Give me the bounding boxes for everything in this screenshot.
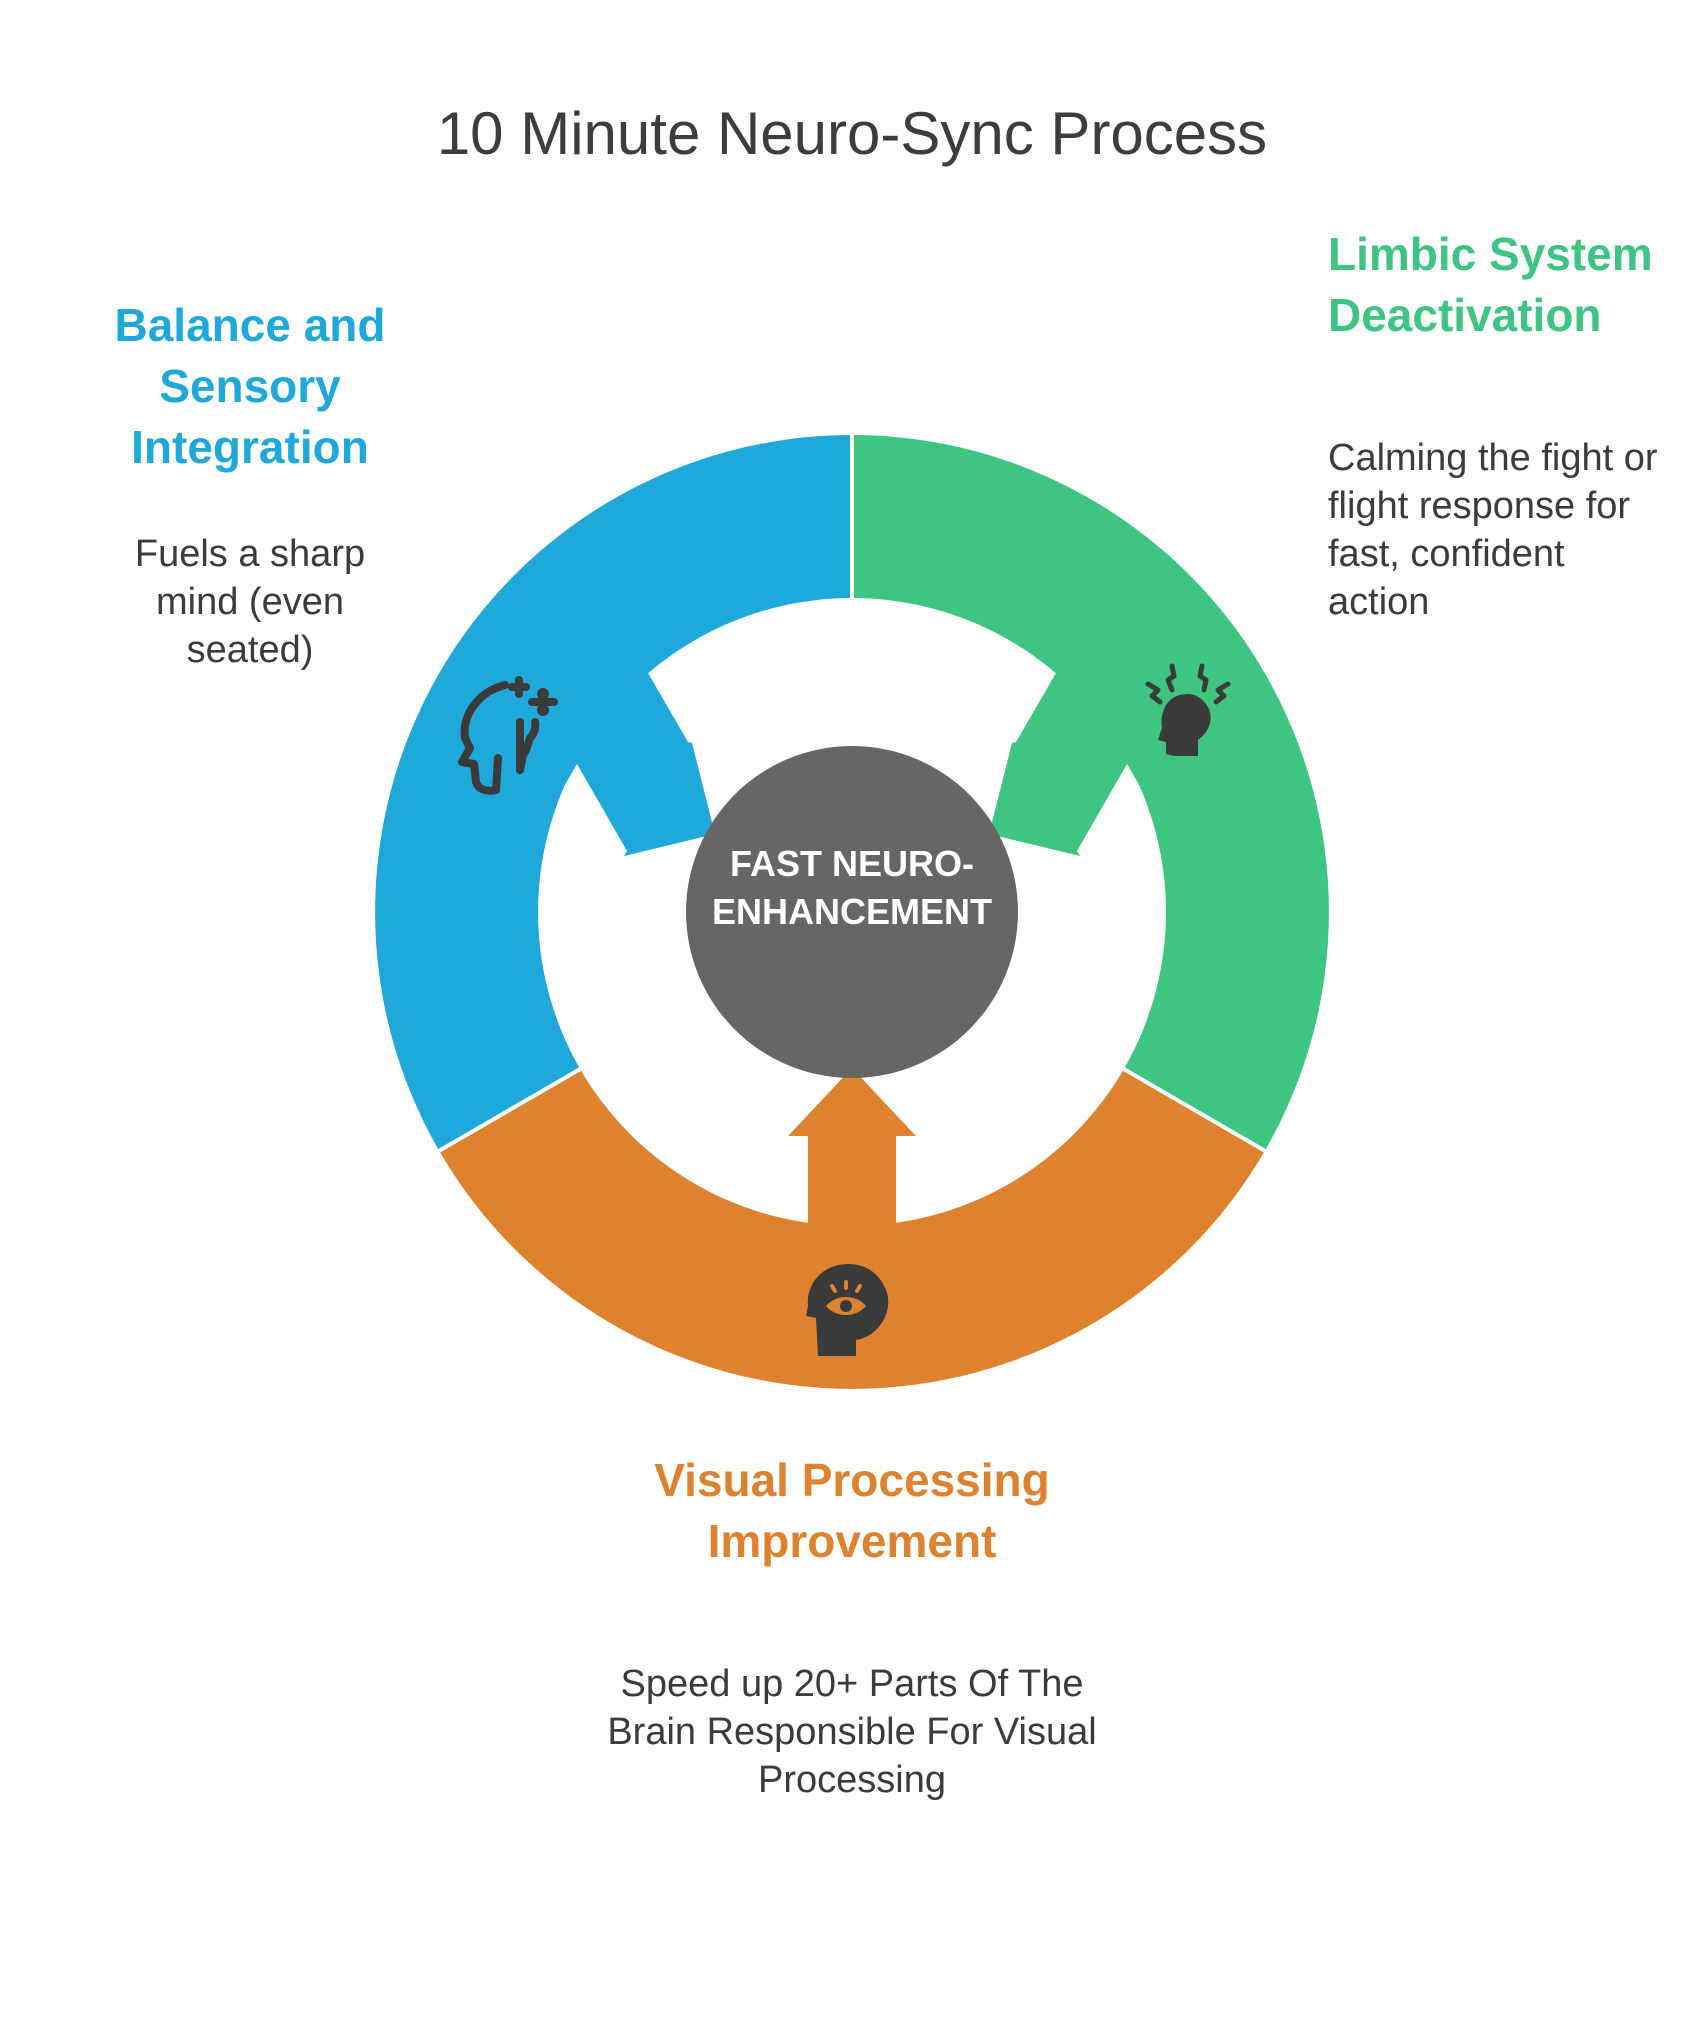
balance-arrow (558, 654, 715, 856)
brain-math-icon (458, 676, 558, 795)
visual-arrow (788, 1068, 916, 1226)
diagram-title: 10 Minute Neuro-Sync Process (436, 100, 1268, 167)
center-circle (686, 746, 1018, 1078)
limbic-description: Calming the fight or flight response for… (1328, 437, 1658, 623)
balance-segment (375, 435, 852, 1151)
stressed-head-icon (1145, 663, 1231, 756)
balance-heading: Balance and Sensory Integration (114, 299, 386, 473)
center-label: FAST NEURO-ENHANCEMENT (711, 843, 992, 932)
visual-segment (439, 1069, 1265, 1389)
balance-description: Fuels a sharp mind (even seated) (134, 533, 366, 671)
visual-heading: Visual Processing Improvement (654, 1454, 1050, 1567)
eye-head-icon (806, 1264, 889, 1356)
limbic-segment (852, 435, 1329, 1151)
visual-description: Speed up 20+ Parts Of The Brain Responsi… (607, 1663, 1097, 1801)
limbic-arrow (989, 654, 1146, 856)
limbic-heading: Limbic System Deactivation (1328, 228, 1653, 341)
